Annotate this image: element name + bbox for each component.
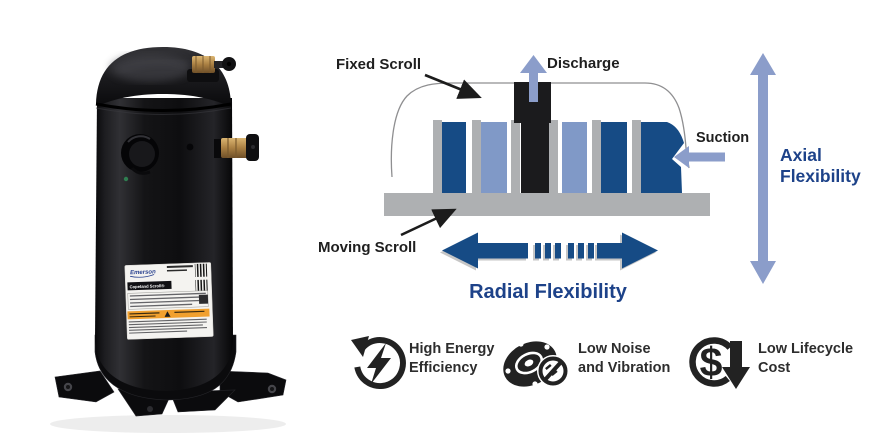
- knob-highlight: [127, 135, 151, 143]
- cap-seam-highlight: [95, 107, 232, 115]
- moving-scroll-pointer: [400, 208, 457, 237]
- brand-logo: Emerson: [130, 269, 156, 276]
- cap-swirl: [119, 59, 191, 73]
- moving-scroll-plate: [384, 193, 710, 216]
- bolt-hole-right-center: [270, 387, 274, 391]
- bolt-front: [147, 406, 153, 412]
- bolt-hole-left-center: [66, 385, 70, 389]
- spec-table-rows: [129, 292, 206, 308]
- dollar-glyph: $: [700, 339, 723, 385]
- low-lifecycle-cost-icon: $: [689, 337, 750, 389]
- energy-efficiency-icon: [351, 336, 406, 390]
- scroll-wraps: [433, 82, 684, 193]
- suction-side-block: [641, 122, 684, 193]
- feature-label-noise: Low Noise and Vibration: [578, 341, 671, 376]
- body-knob-inner: [129, 141, 155, 167]
- status-dot: [123, 176, 129, 182]
- feature-label-cost: Low Lifecycle Cost: [758, 341, 854, 376]
- discharge-label: Discharge: [547, 55, 620, 72]
- fine-print-rows: [128, 318, 208, 334]
- suction-label: Suction: [696, 130, 750, 146]
- cap-seam: [95, 102, 232, 112]
- low-noise-vibration-icon: [503, 341, 569, 387]
- nameplate: Emerson Copeland Scroll®: [124, 262, 214, 340]
- compressor-photo: Emerson Copeland Scroll®: [50, 47, 287, 433]
- label-qr-code: [198, 294, 209, 304]
- fixed-scroll-pointer: [424, 73, 482, 99]
- fixed-scroll-label: Fixed Scroll: [336, 56, 422, 73]
- body-dimple: [186, 143, 194, 151]
- axial-flexibility-arrow: [750, 53, 776, 284]
- axial-flexibility-label: Axial Flexibility: [780, 145, 861, 186]
- side-fitting: [214, 134, 259, 161]
- floor-shadow: [50, 415, 286, 433]
- knob-tab: [130, 166, 151, 175]
- brand-swoosh: [130, 274, 155, 278]
- radial-flexibility-label: Radial Flexibility: [469, 281, 627, 303]
- suction-arrow: [674, 146, 725, 168]
- radial-flexibility-arrows: [442, 232, 658, 269]
- top-fitting: [187, 56, 236, 82]
- moving-scroll-label: Moving Scroll: [318, 239, 417, 256]
- feature-label-energy: High Energy Efficiency: [409, 341, 495, 376]
- discharge-arrow: [520, 55, 547, 102]
- warning-triangle-icon: [164, 311, 171, 317]
- product-name: Copeland Scroll®: [129, 283, 165, 289]
